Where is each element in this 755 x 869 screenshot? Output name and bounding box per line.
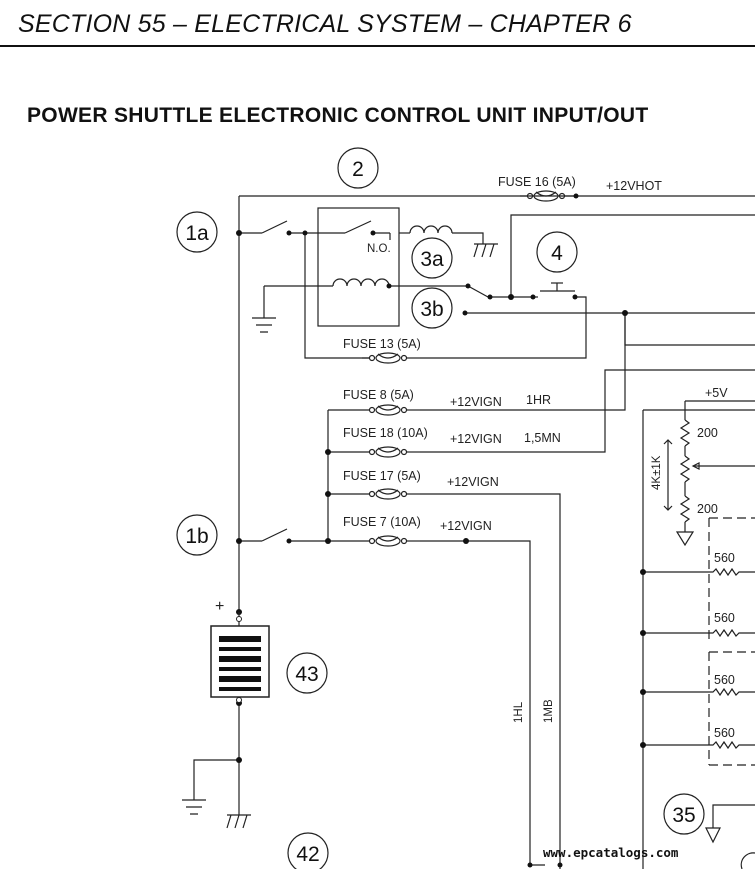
fuse-8-label: FUSE 8 (5A)	[343, 388, 414, 402]
fuse-13-label: FUSE 13 (5A)	[343, 337, 421, 351]
wire-code-1mb: 1MB	[543, 699, 555, 723]
battery-positive-label: +	[215, 598, 224, 615]
wire-code-1-5mn: 1,5MN	[524, 431, 561, 445]
callout-1b: 1b	[185, 525, 208, 548]
wire-code-1hr: 1HR	[526, 393, 551, 407]
resistor-560-3: 560	[714, 673, 735, 687]
battery-symbol	[210, 612, 270, 703]
wiring-lines	[193, 195, 755, 869]
callout-2: 2	[352, 158, 364, 181]
fuse-symbols	[362, 190, 578, 547]
callout-3b: 3b	[420, 298, 443, 321]
voltage-5v: +5V	[705, 386, 728, 400]
resistor-560-1: 560	[714, 551, 735, 565]
voltage-fuse-8: +12VIGN	[450, 395, 502, 409]
voltage-fuse-17: +12VIGN	[447, 475, 499, 489]
section-header: SECTION 55 – ELECTRICAL SYSTEM – CHAPTER…	[18, 10, 632, 38]
resistor-560-2: 560	[714, 611, 735, 625]
watermark: www.epcatalogs.com	[543, 845, 679, 860]
relay-contact-label: N.O.	[367, 243, 391, 255]
fuse-17-label: FUSE 17 (5A)	[343, 469, 421, 483]
voltage-fuse-7: +12VIGN	[440, 519, 492, 533]
voltage-12vhot: +12VHOT	[606, 179, 662, 193]
resistor-200-top: 200	[697, 426, 718, 440]
resistor-200-bottom: 200	[697, 502, 718, 516]
resistor-560-4: 560	[714, 726, 735, 740]
potentiometer-label: 4K±1K	[651, 455, 663, 490]
fuse-7-label: FUSE 7 (10A)	[343, 515, 421, 529]
diagram-title: POWER SHUTTLE ELECTRONIC CONTROL UNIT IN…	[27, 104, 649, 127]
callout-42: 42	[296, 843, 319, 866]
ground-symbols	[182, 243, 498, 829]
voltage-fuse-18: +12VIGN	[450, 432, 502, 446]
callout-4: 4	[551, 242, 563, 265]
callout-3a: 3a	[420, 248, 444, 271]
callout-43: 43	[295, 663, 318, 686]
callout-1a: 1a	[185, 222, 209, 245]
fuse-18-label: FUSE 18 (10A)	[343, 426, 428, 440]
wire-code-1hl: 1HL	[513, 701, 525, 723]
header-rule	[0, 45, 755, 47]
callout-35: 35	[672, 804, 695, 827]
callout-circles	[176, 147, 705, 869]
fuse-16-label: FUSE 16 (5A)	[498, 175, 576, 189]
